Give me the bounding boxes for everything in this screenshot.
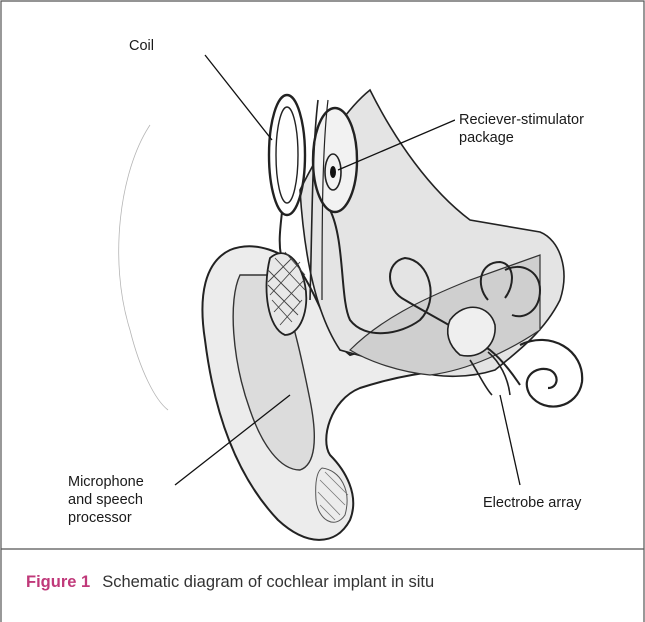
coil-leader <box>205 55 272 140</box>
label-coil: Coil <box>125 35 158 57</box>
cochlea <box>520 340 582 407</box>
label-receiver-stimulator: Reciever-stimulator package <box>455 109 588 149</box>
figure-caption: Figure 1 Schematic diagram of cochlear im… <box>26 573 434 592</box>
label-coil-text: Coil <box>129 38 154 54</box>
label-microphone-line-1: Microphone <box>68 473 144 491</box>
label-microphone-line-2: and speech <box>68 491 144 509</box>
label-electrode-text: Electrobe array <box>483 495 581 511</box>
speech-processor <box>266 253 306 335</box>
external-coil-inner <box>276 107 298 203</box>
figure-caption-text: Schematic diagram of cochlear implant in… <box>102 573 434 591</box>
sketch-arc <box>119 125 168 410</box>
label-electrode-array: Electrobe array <box>479 492 585 514</box>
electrode-leader <box>500 395 520 485</box>
label-microphone-line-3: processor <box>68 509 144 527</box>
figure-number: Figure 1 <box>26 573 90 591</box>
label-receiver-line-2: package <box>459 129 584 147</box>
receiver-core <box>330 166 336 178</box>
label-microphone: Microphone and speech processor <box>64 471 148 529</box>
external-coil <box>269 95 305 215</box>
label-receiver-line-1: Reciever-stimulator <box>459 111 584 129</box>
receiver-stimulator <box>313 108 357 212</box>
